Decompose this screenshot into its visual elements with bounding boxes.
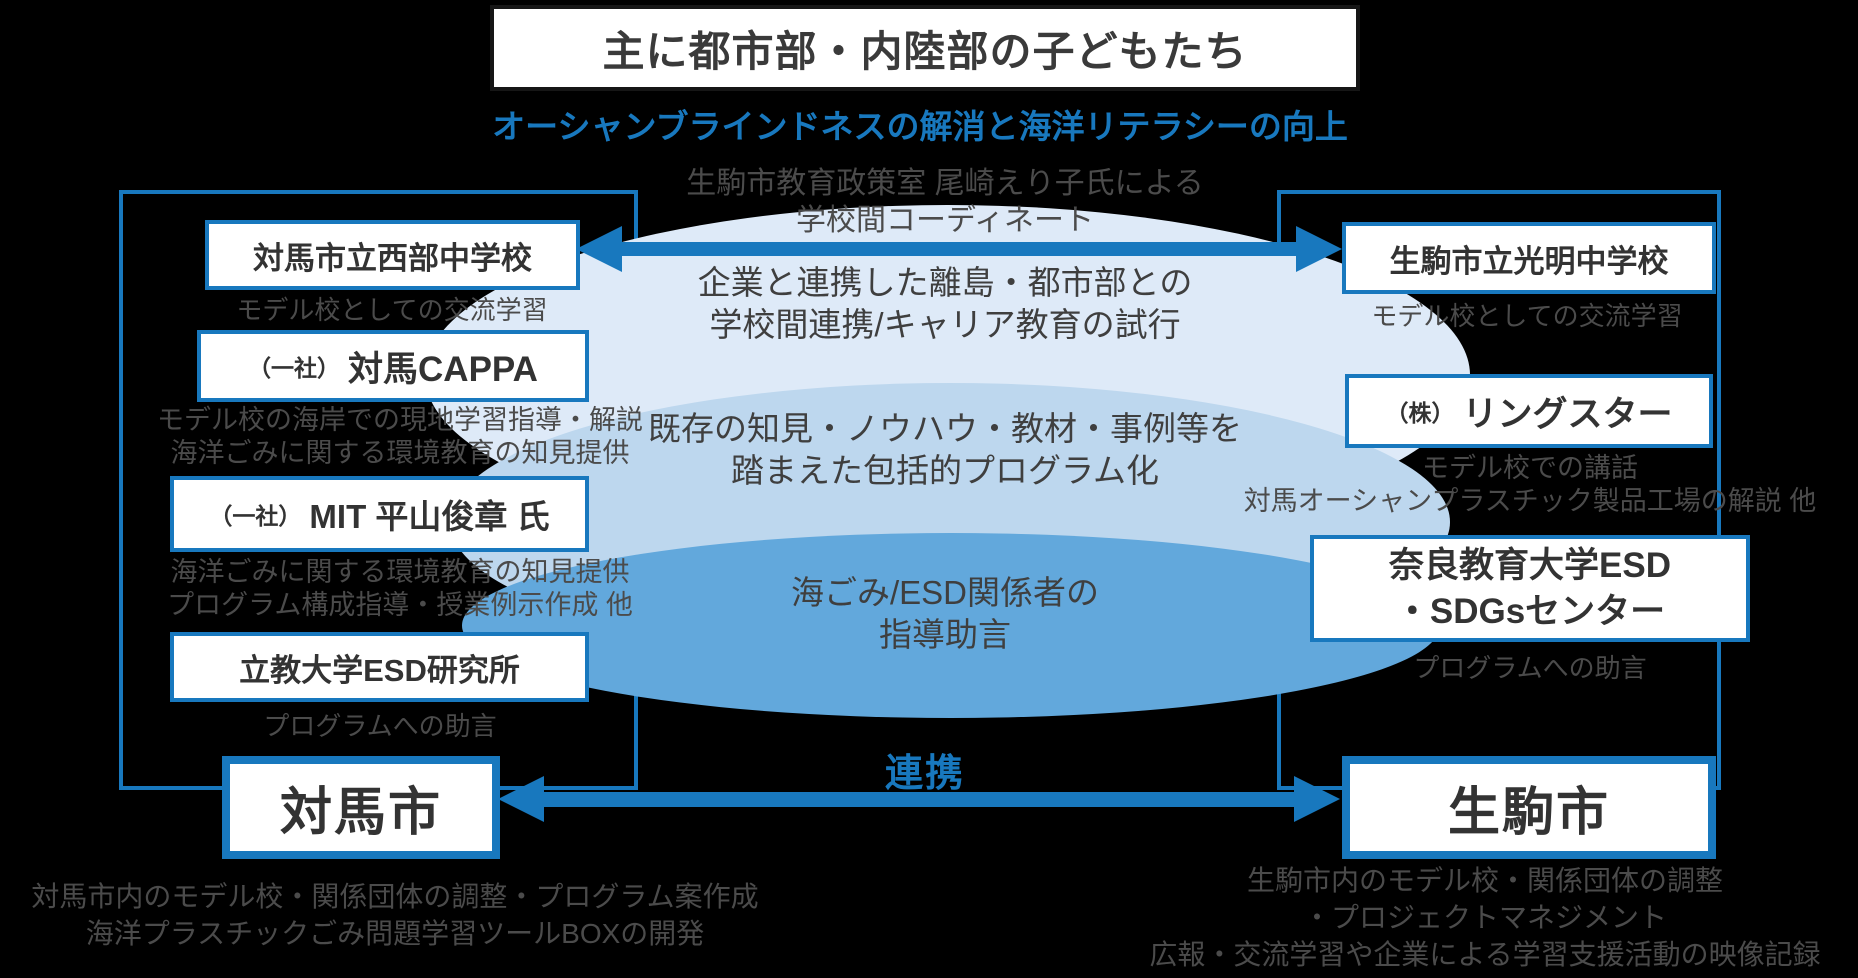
layer2-line2: 踏まえた包括的プログラム化 (730, 452, 1159, 489)
school-arrow-shaft (614, 242, 1314, 256)
coordinator-line1: 生駒市教育政策室 尾崎えり子氏による (686, 167, 1204, 200)
note-mit-line1: 海洋ごみに関する環境教育の知見提供 (170, 557, 630, 587)
note-mit: 海洋ごみに関する環境教育の知見提供 プログラム構成指導・授業例示作成 他 (120, 556, 680, 622)
partnership-arrow-shaft (540, 792, 1305, 807)
box-tsushima-seibu-school: 対馬市立西部中学校 (205, 220, 580, 290)
layer2-text: 既存の知見・ノウハウ・教材・事例等を 踏まえた包括的プログラム化 (595, 408, 1295, 492)
layer2-line1: 既存の知見・ノウハウ・教材・事例等を (648, 410, 1242, 447)
note-tsushima-school: モデル校としての交流学習 (236, 295, 548, 325)
note-cappa: モデル校の海岸での現地学習指導・解説 海洋ごみに関する環境教育の知見提供 (120, 404, 680, 470)
coordinator-note: 生駒市教育政策室 尾崎えり子氏による 学校間コーディネート (595, 165, 1295, 239)
ikoma-city-label: 生駒市 (1447, 784, 1610, 842)
tsushima-city-label: 対馬市 (279, 784, 442, 842)
partnership-arrow-head-right (1294, 776, 1340, 822)
box-ikoma-city: 生駒市 (1342, 756, 1716, 859)
box-ikoma-komyo-school: 生駒市立光明中学校 (1342, 222, 1716, 294)
coordinator-line2: 学校間コーディネート (796, 204, 1094, 237)
layer1-text: 企業と連携した離島・都市部との 学校間連携/キャリア教育の試行 (595, 262, 1295, 346)
note-mit-line2: プログラム構成指導・授業例示作成 他 (167, 590, 633, 620)
box-nara-esd-sdgs: 奈良教育大学ESD ・SDGsセンター (1310, 535, 1750, 642)
school-arrow-head-right (1296, 226, 1342, 272)
layer1-line1: 企業と連携した離島・都市部との (697, 264, 1193, 301)
title-text: 主に都市部・内陸部の子どもたち (602, 27, 1248, 75)
note-tsushima-city: 対馬市内のモデル校・関係団体の調整・プログラム案作成 海洋プラスチックごみ問題学… (20, 878, 770, 952)
partnership-arrow-head-left (498, 776, 544, 822)
note-ikoma-city: 生駒市内のモデル校・関係団体の調整 ・プロジェクトマネジメント 広報・交流学習や… (1130, 862, 1840, 973)
note-cappa-line2: 海洋ごみに関する環境教育の知見提供 (170, 438, 630, 468)
note-tsushima-city-line1: 対馬市内のモデル校・関係団体の調整・プログラム案作成 (31, 881, 759, 912)
school-arrow-head-left (576, 226, 622, 272)
nara-label-line2: ・SDGsセンター (1394, 591, 1666, 631)
note-ikoma-city-line2: ・プロジェクトマネジメント (1302, 902, 1667, 933)
box-ringstar: （株） リングスター (1345, 374, 1713, 448)
note-tsushima-city-line2: 海洋プラスチックごみ問題学習ツールBOXの開発 (85, 918, 705, 949)
layer3-line2: 指導助言 (879, 616, 1011, 653)
mit-prefix: （一社） (209, 503, 302, 529)
nara-label-line1: 奈良教育大学ESD (1389, 545, 1671, 585)
rikkyo-label: 立教大学ESD研究所 (239, 652, 520, 688)
note-ringstar: モデル校での講話 対馬オーシャンプラスチック製品工場の解説 他 (1210, 452, 1850, 518)
note-ikoma-school: モデル校としての交流学習 (1371, 301, 1683, 331)
ellipse-layer-dark (462, 533, 1440, 718)
ikoma-school-label: 生駒市立光明中学校 (1389, 243, 1669, 279)
ringstar-prefix: （株） (1385, 400, 1455, 426)
note-ringstar-line1: モデル校での講話 (1422, 453, 1638, 483)
partnership-label: 連携 (884, 753, 965, 795)
note-ikoma-city-line1: 生駒市内のモデル校・関係団体の調整 (1246, 865, 1723, 896)
tsushima-school-label: 対馬市立西部中学校 (253, 240, 532, 276)
note-rikkyo: プログラムへの助言 (263, 711, 497, 741)
ringstar-label: リングスター (1462, 394, 1673, 434)
layer3-line1: 海ごみ/ESD関係者の (790, 574, 1100, 611)
mit-label: MIT 平山俊章 氏 (309, 498, 550, 535)
cappa-prefix: （一社） (248, 355, 341, 381)
box-mit-hirayama: （一社） MIT 平山俊章 氏 (170, 476, 589, 552)
box-tsushima-cappa: （一社） 対馬CAPPA (197, 330, 589, 402)
title-banner: 主に都市部・内陸部の子どもたち (490, 5, 1360, 91)
layer1-line2: 学校間連携/キャリア教育の試行 (709, 306, 1181, 343)
note-ikoma-city-line3: 広報・交流学習や企業による学習支援活動の映像記録 (1149, 939, 1821, 970)
box-rikkyo-esd: 立教大学ESD研究所 (170, 632, 589, 702)
note-cappa-line1: モデル校の海岸での現地学習指導・解説 (157, 405, 643, 435)
cappa-label: 対馬CAPPA (348, 349, 538, 389)
subtitle: オーシャンブラインドネスの解消と海洋リテラシーの向上 (492, 108, 1348, 145)
note-nara: プログラムへの助言 (1413, 653, 1647, 683)
note-ringstar-line2: 対馬オーシャンプラスチック製品工場の解説 他 (1243, 486, 1817, 516)
nara-label: 奈良教育大学ESD ・SDGsセンター (1389, 543, 1671, 635)
box-tsushima-city: 対馬市 (222, 756, 500, 859)
layer3-text: 海ごみ/ESD関係者の 指導助言 (595, 572, 1295, 656)
